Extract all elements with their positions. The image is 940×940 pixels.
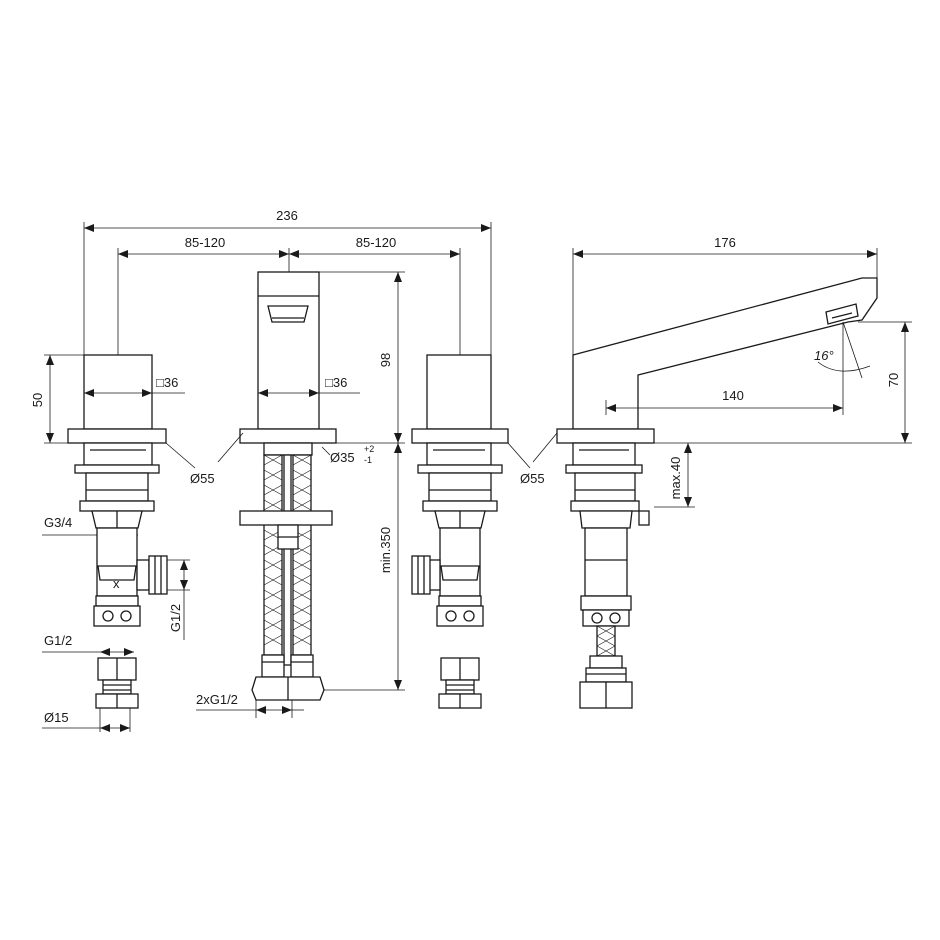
label-handle-square: □36: [156, 375, 178, 390]
label-g12-fitting: G1/2: [44, 633, 72, 648]
label-hole-tol-upper: +2: [364, 444, 374, 454]
label-g12-vertical: G1/2: [168, 604, 183, 632]
label-hole-tol-lower: -1: [364, 455, 372, 465]
right-fitting: [438, 657, 482, 709]
label-min350: min.350: [378, 527, 393, 573]
label-body-square: □36: [325, 375, 347, 390]
label-70: 70: [886, 373, 901, 387]
label-spacing-left: 85-120: [185, 235, 225, 250]
leader-base-left: [217, 432, 244, 463]
right-valve: Ø55: [411, 354, 558, 627]
label-valve-mark: x: [113, 576, 120, 591]
label-236: 236: [276, 208, 298, 223]
label-base-left: Ø55: [190, 471, 215, 486]
label-max40: max.40: [668, 457, 683, 500]
left-fitting: G1/2 Ø15: [42, 633, 139, 732]
label-176: 176: [714, 235, 736, 250]
label-base-right: Ø55: [520, 471, 545, 486]
label-hose-thread: 2xG1/2: [196, 692, 238, 707]
label-g34: G3/4: [44, 515, 72, 530]
label-d15: Ø15: [44, 710, 69, 725]
label-hole-diameter: Ø35: [330, 450, 355, 465]
left-valve: 50 □36 G3/4 x: [30, 354, 215, 640]
dim-spacing: 85-120 85-120: [117, 235, 461, 355]
label-spacing-right: 85-120: [356, 235, 396, 250]
spout-side-view: 176 140 16° 70: [556, 235, 912, 709]
label-16deg: 16°: [814, 348, 834, 363]
label-140: 140: [722, 388, 744, 403]
label-50: 50: [30, 393, 45, 407]
label-98: 98: [378, 353, 393, 367]
hose-braid: [263, 454, 312, 646]
center-body: □36 98 Ø35 +2 -1: [196, 271, 405, 718]
